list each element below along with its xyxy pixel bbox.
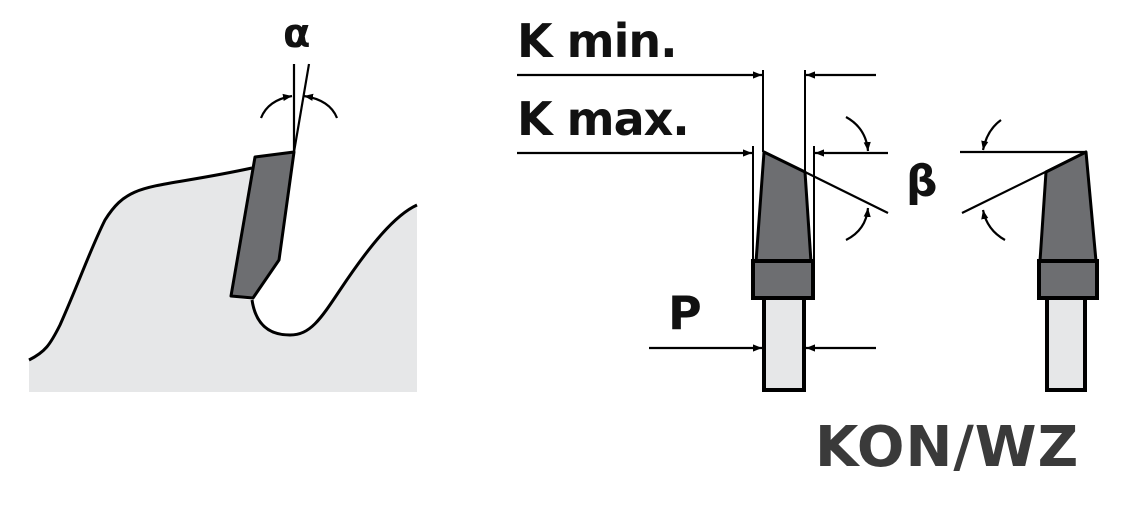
carbide-tip-right	[1038, 150, 1098, 263]
blade-side-view	[28, 63, 418, 392]
carbide-tip-front	[754, 150, 813, 264]
beta-arc-top-right	[981, 119, 1002, 151]
p-label: P	[668, 286, 702, 340]
blade-body	[29, 168, 417, 392]
alpha-arc-left	[259, 93, 293, 119]
k-max-label: K max.	[517, 92, 690, 146]
beta-bevel-line	[804, 171, 889, 214]
beta-arc-bottom-right	[981, 209, 1006, 241]
beta-arc-top	[845, 116, 871, 152]
blade-outline	[28, 166, 253, 362]
blade-body-right	[1045, 296, 1087, 392]
k-min-label: K min.	[517, 14, 678, 68]
tip-base-right	[1037, 259, 1099, 300]
beta-arc-bottom	[845, 207, 871, 241]
alpha-label: α	[283, 11, 311, 57]
alternate-tooth-view	[960, 119, 1099, 392]
tooth-type-label: KON/WZ	[815, 415, 1080, 480]
beta-label: β	[906, 156, 938, 207]
tooth-front-view	[517, 70, 889, 392]
alpha-face-line	[292, 63, 311, 153]
tip-base-front	[751, 259, 815, 300]
gullet-outline	[250, 203, 418, 337]
carbide-tip	[229, 150, 296, 300]
blade-body-front	[762, 296, 806, 392]
alpha-arc-right	[303, 93, 339, 119]
